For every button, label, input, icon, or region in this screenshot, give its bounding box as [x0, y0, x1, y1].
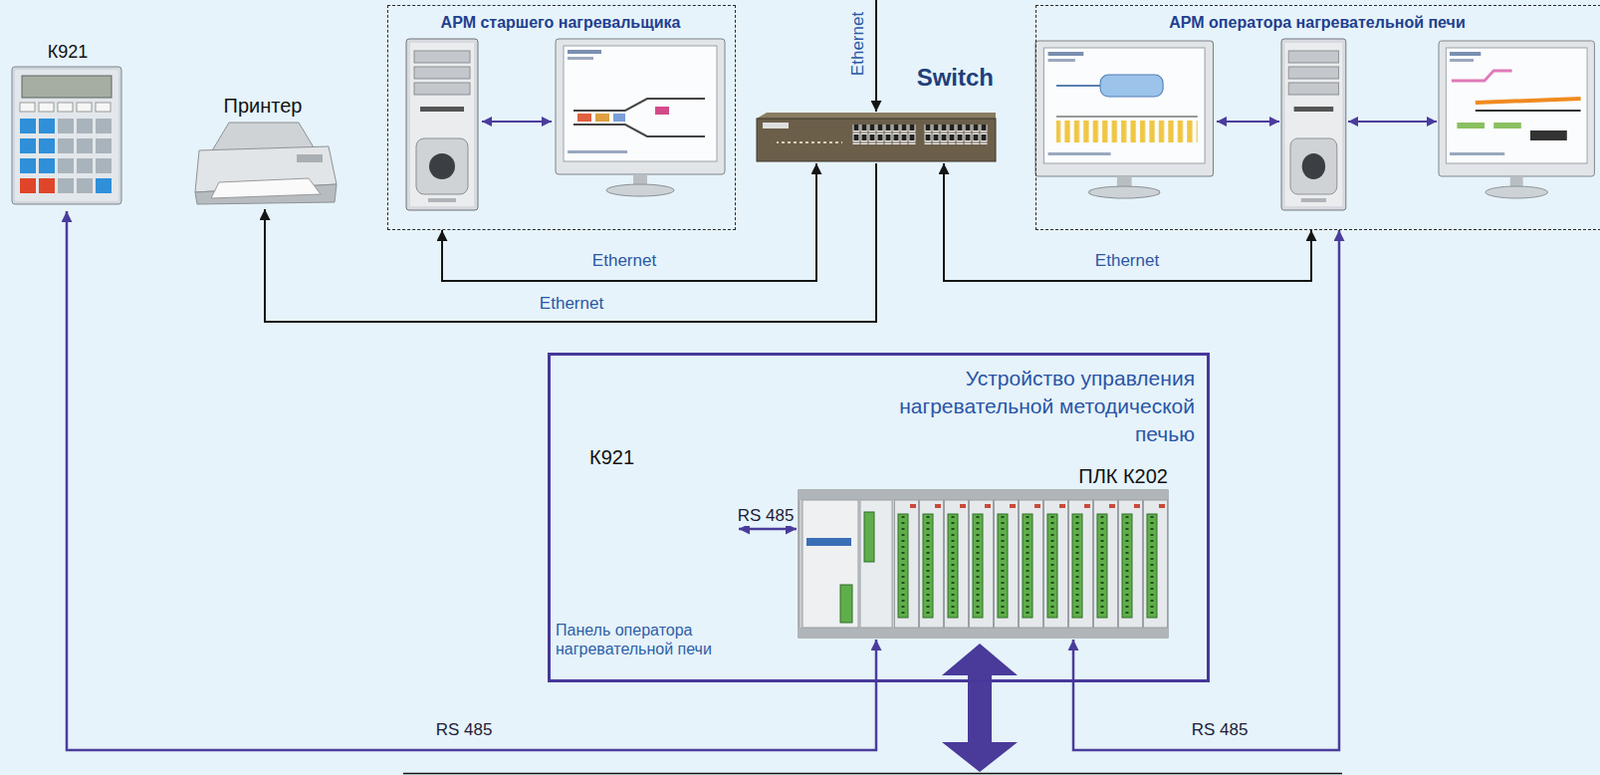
- monitor-image: [555, 38, 725, 197]
- switch-image: [756, 118, 996, 162]
- plc-image: [802, 499, 859, 628]
- monitor-image: [1456, 122, 1485, 129]
- monitor-image: [1493, 122, 1522, 129]
- switch-image: [923, 124, 988, 145]
- controller-unit: Устройство управления нагревательной мет…: [547, 352, 1210, 683]
- plc-image: [798, 489, 1168, 638]
- printer-image: [195, 122, 337, 205]
- node-label: Switch: [754, 63, 994, 93]
- bus-arrow: [941, 643, 1018, 772]
- network-switch: Switch: [754, 61, 1000, 164]
- keypad-image: [11, 66, 122, 205]
- node-label: Принтер: [185, 93, 341, 118]
- operator-panel: К921Панель оператора нагревательной печи: [555, 441, 739, 663]
- connector-label: RS 485: [734, 505, 798, 526]
- connector-label: RS 485: [433, 719, 496, 740]
- monitor-image: [1451, 70, 1513, 81]
- monitor-image: [1056, 84, 1101, 87]
- video-link: [1216, 120, 1280, 123]
- printer-image: [211, 178, 321, 199]
- node-label: ПЛК К202: [796, 463, 1168, 488]
- plc-rack: ПЛК К202: [796, 459, 1173, 640]
- monitor-image: [577, 113, 592, 122]
- node-label: Устройство управления нагревательной мет…: [871, 364, 1195, 449]
- network-label: Ethernet: [848, 11, 869, 76]
- node-label: К921: [9, 41, 126, 64]
- node-caption: Панель оператора нагревательной печи: [555, 620, 735, 659]
- uplink-wire: [875, 0, 878, 112]
- connector-label: Ethernet: [536, 293, 607, 314]
- connector-label: Ethernet: [1092, 250, 1162, 271]
- monitor-image: [573, 98, 705, 111]
- monitor-image: [1438, 40, 1595, 199]
- switch-image: [852, 124, 916, 145]
- monitor-image: [1530, 130, 1568, 141]
- monitor-image: [613, 113, 626, 122]
- switch-image: [756, 112, 996, 119]
- monitor-image: [595, 113, 610, 122]
- connector-label: Ethernet: [589, 250, 660, 271]
- computer-image: [1281, 38, 1347, 211]
- connector: [738, 527, 797, 531]
- workstation-box: АРМ оператора нагревательной печи: [1035, 4, 1600, 230]
- node-label: К921: [555, 445, 669, 469]
- connector: [66, 211, 877, 750]
- printer-image: [296, 154, 323, 163]
- monitor-image: [1475, 98, 1582, 103]
- monitor-image: [1056, 120, 1198, 143]
- connector: [943, 163, 1312, 281]
- monitor-image: [1438, 40, 1595, 199]
- node-label: АРМ старшего нагревальщика: [388, 12, 733, 32]
- plc-image: [806, 537, 852, 546]
- connector: [264, 163, 877, 322]
- workstation-box: АРМ старшего нагревальщика: [387, 4, 736, 230]
- monitor-image: [555, 38, 725, 197]
- switch-image: [756, 112, 996, 162]
- monitor-image: [1035, 40, 1214, 199]
- video-link: [1348, 120, 1437, 123]
- computer-image: [406, 38, 478, 211]
- monitor-image: [1035, 40, 1214, 199]
- monitor-image: [573, 124, 705, 137]
- monitor-image: [655, 106, 670, 115]
- plc-image: [798, 489, 1168, 638]
- plc-image: [894, 489, 1168, 638]
- plc-image: [860, 499, 893, 628]
- bus-line: [403, 772, 1343, 775]
- printer: Принтер: [185, 91, 345, 210]
- monitor-image: [1100, 74, 1163, 97]
- monitor-image: [1475, 109, 1582, 112]
- switch-image: [776, 140, 843, 145]
- switch-image: [762, 122, 789, 129]
- plc-image: [864, 511, 875, 562]
- monitor-image: [1056, 115, 1198, 118]
- connector: [442, 163, 817, 281]
- keypad-panel: К921: [9, 39, 130, 212]
- node-label: АРМ оператора нагревательной печи: [1036, 12, 1599, 32]
- video-link: [481, 120, 552, 123]
- connector-label: RS 485: [1188, 719, 1252, 740]
- connector: [1073, 229, 1340, 750]
- plc-image: [840, 584, 853, 623]
